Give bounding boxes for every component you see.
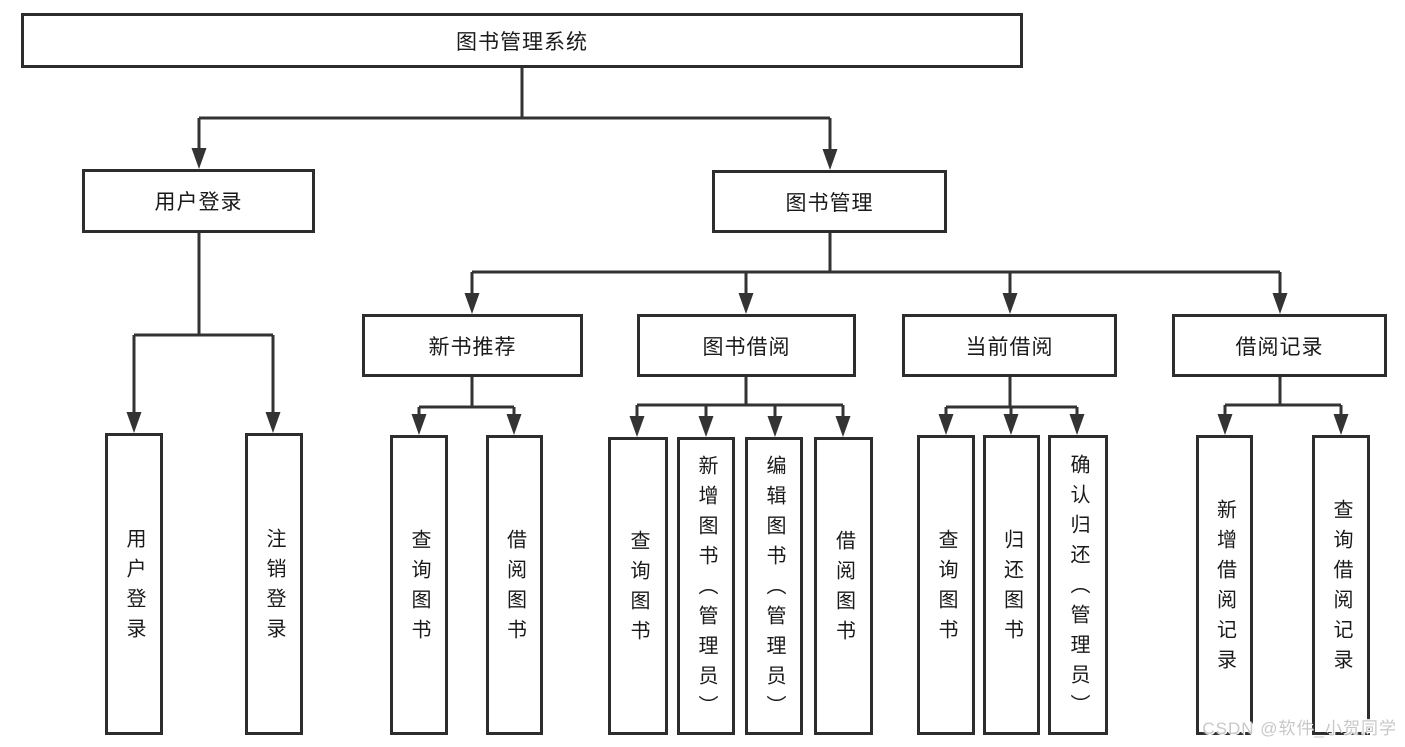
node-current-borrow: 当前借阅 — [902, 314, 1117, 377]
leaf-borrow-add-books-admin: 新增图书（管理员） — [677, 437, 735, 735]
node-library-management-system: 图书管理系统 — [21, 13, 1023, 68]
leaf-user-login: 用户登录 — [105, 433, 163, 735]
leaf-records-add-record: 新增借阅记录 — [1196, 435, 1253, 735]
leaf-current-return-books: 归还图书 — [983, 435, 1040, 735]
csdn-watermark: CSDN @软件_小贺同学 — [1202, 719, 1397, 738]
leaf-borrow-borrow-books: 借阅图书 — [814, 437, 873, 735]
leaf-records-query-record: 查询借阅记录 — [1312, 435, 1370, 735]
node-book-management: 图书管理 — [712, 170, 947, 233]
node-borrow-records: 借阅记录 — [1172, 314, 1387, 377]
leaf-rec-borrow-books: 借阅图书 — [486, 435, 543, 735]
leaf-current-query-books: 查询图书 — [917, 435, 975, 735]
leaf-logout: 注销登录 — [245, 433, 303, 735]
node-new-book-recommend: 新书推荐 — [362, 314, 583, 377]
leaf-current-confirm-return-admin: 确认归还（管理员） — [1048, 435, 1108, 735]
node-user-login: 用户登录 — [82, 169, 315, 233]
node-book-borrow: 图书借阅 — [637, 314, 856, 377]
leaf-rec-query-books: 查询图书 — [390, 435, 448, 735]
leaf-borrow-edit-books-admin: 编辑图书（管理员） — [745, 437, 803, 735]
leaf-borrow-query-books: 查询图书 — [608, 437, 668, 735]
